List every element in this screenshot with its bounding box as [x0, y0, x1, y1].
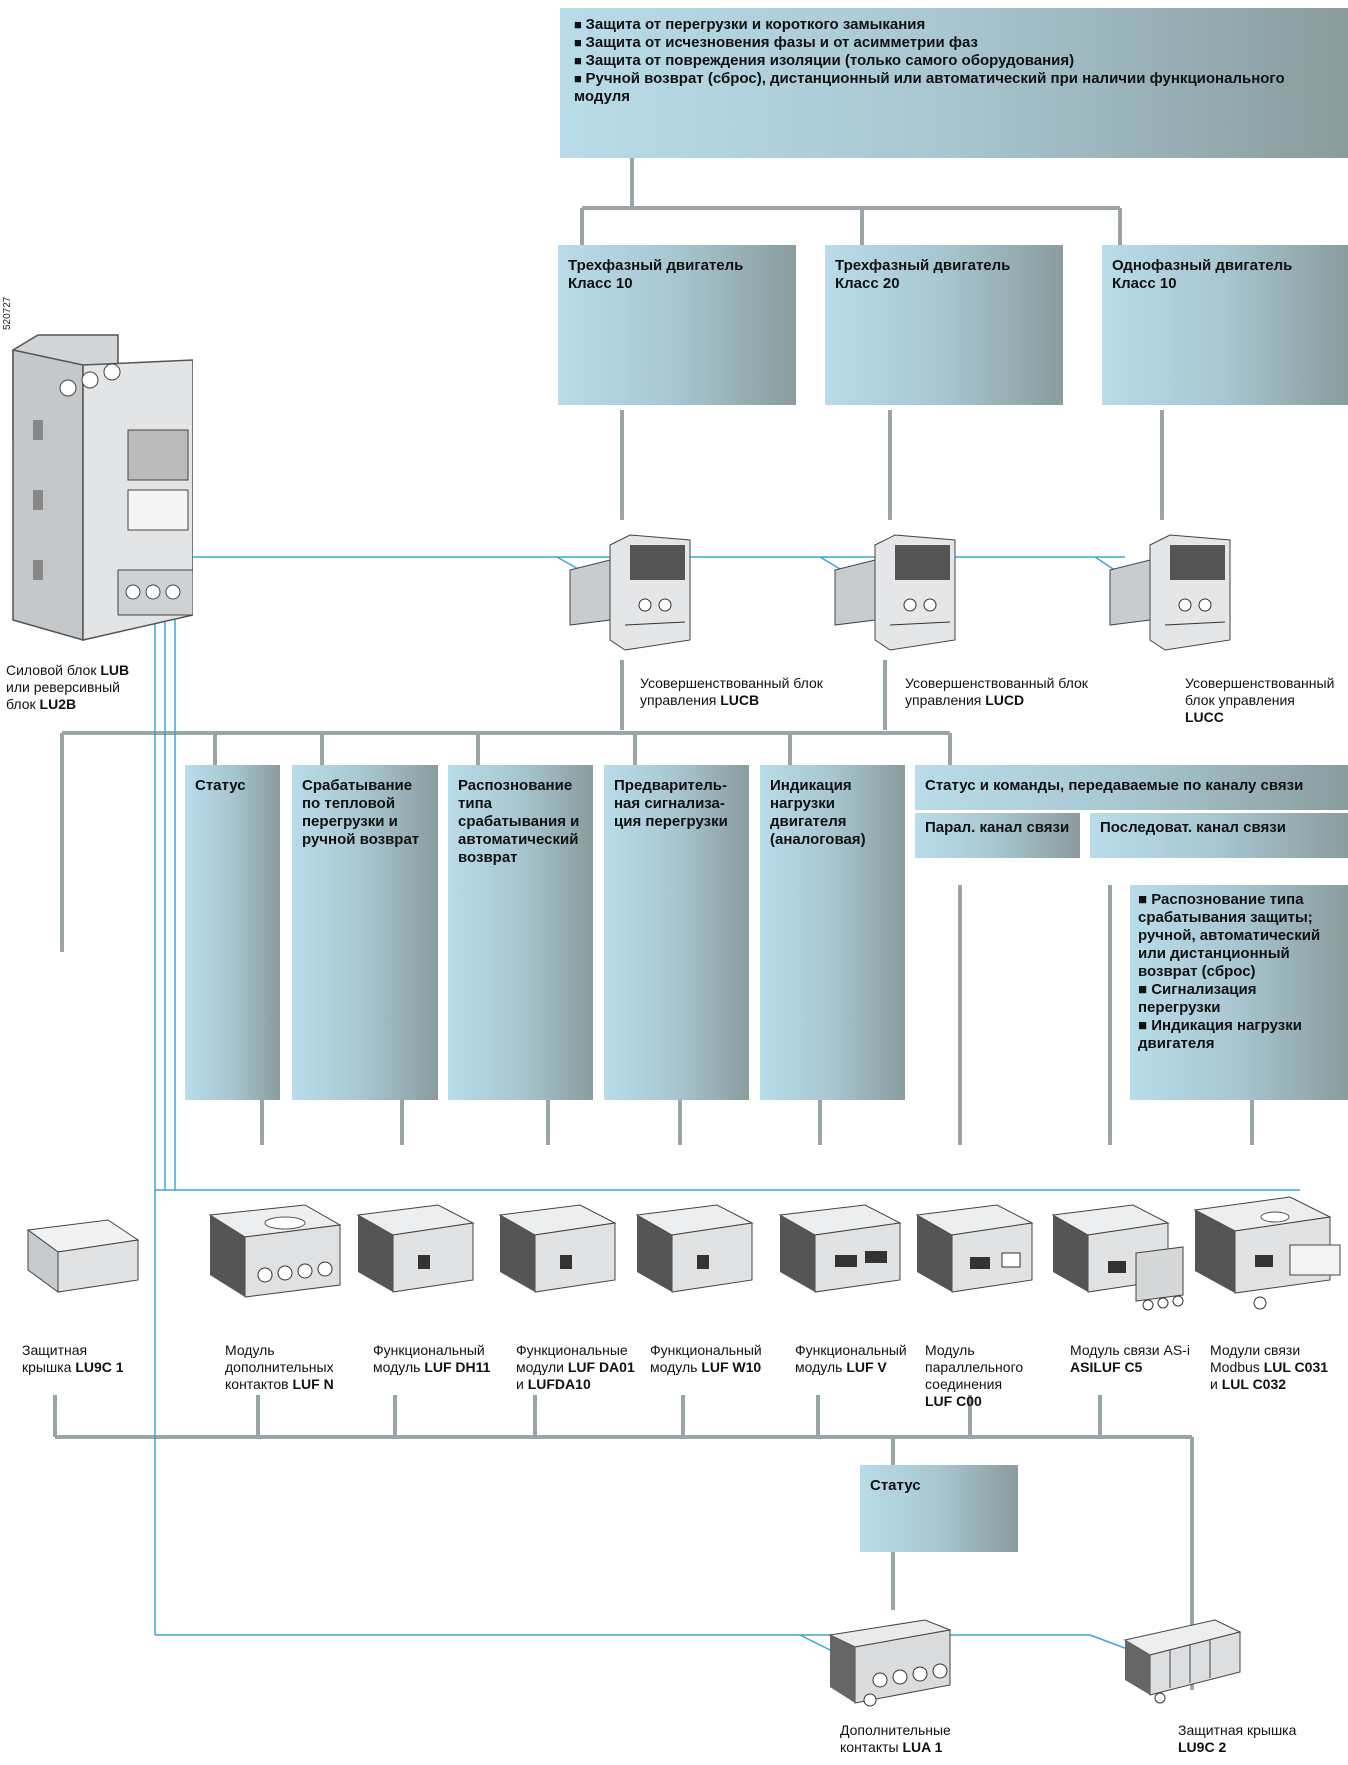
comm-box-parallel: Парал. канал связи	[915, 813, 1080, 858]
cover2-caption: Защитная крышка LU9C 2	[1178, 1722, 1297, 1755]
feature-line: Защита от исчезновения фазы и от асиммет…	[574, 34, 1334, 52]
module-caption-luf-v: Функциональный модуль LUF V	[795, 1342, 907, 1375]
status-box-lower: Статус	[860, 1465, 1018, 1552]
control-unit-lucc-icon	[1109, 534, 1231, 651]
protective-cover-lu9c2-icon	[1123, 1619, 1242, 1704]
module-luf-v-icon	[778, 1204, 902, 1293]
power-unit-device-icon	[12, 334, 193, 641]
motor-type: Трехфазный двигатель	[835, 257, 1011, 274]
control-unit-lucb-icon	[569, 534, 691, 651]
function-box-trip-recognition: Распознование типа срабатывания и автома…	[448, 765, 593, 1100]
modbus-features-box: ■ Распознование типа срабатывания защиты…	[1130, 885, 1348, 1100]
module-caption-lul-c031: Модули связи Modbus LUL C031 и LUL C032	[1210, 1342, 1329, 1392]
function-box-thermal-trip: Срабатывание по тепловой перегрузки и ру…	[292, 765, 438, 1100]
power-unit-caption: Силовой блок LUB или реверсивный блок LU…	[6, 662, 130, 712]
motor-class: Класс 10	[1112, 275, 1177, 292]
motor-box-three-phase-class20: Трехфазный двигатель Класс 20	[825, 245, 1063, 405]
feature-line: Защита от повреждения изоляции (только с…	[574, 52, 1334, 70]
control-unit-lucb-caption: Усовершенствованный блок управления LUCB	[640, 675, 823, 708]
module-lul-c031-icon	[1193, 1196, 1341, 1310]
motor-type: Трехфазный двигатель	[568, 257, 744, 274]
module-caption-luf-n: Модуль дополнительных контактов LUF N	[225, 1342, 334, 1392]
catalog-number: 520727	[2, 296, 13, 330]
module-caption-luf-w10: Функциональный модуль LUF W10	[650, 1342, 762, 1375]
module-luf-dh11-icon	[356, 1204, 475, 1293]
feature-line: Защита от перегрузки и короткого замыкан…	[574, 16, 1334, 34]
control-unit-lucd-icon	[834, 534, 956, 651]
power-unit-code: LUB	[100, 662, 130, 678]
protective-cover-icon	[26, 1219, 140, 1293]
function-box-load-indication: Индикация нагрузки двигателя (аналоговая…	[760, 765, 905, 1100]
module-luf-c00-icon	[915, 1204, 1034, 1293]
function-box-overload-alarm: Предваритель- ная сигнализа- ция перегру…	[604, 765, 749, 1100]
module-luf-n-icon	[208, 1204, 342, 1298]
protection-features-box: Защита от перегрузки и короткого замыкан…	[560, 8, 1348, 158]
aux-contacts-caption: Дополнительные контакты LUA 1	[840, 1722, 951, 1755]
module-asiluf-c5-icon	[1051, 1204, 1184, 1311]
control-unit-lucd-caption: Усовершенствованный блок управления LUCD	[905, 675, 1088, 708]
aux-contacts-lua1-icon	[828, 1619, 952, 1707]
motor-box-single-phase-class10: Однофазный двигатель Класс 10	[1102, 245, 1348, 405]
control-unit-lucc-caption: Усовершенствованный блок управления LUCC	[1185, 675, 1335, 725]
module-caption-asiluf-c5: Модуль связи AS-i ASILUF C5	[1070, 1342, 1190, 1375]
module-caption-luf-da01: Функциональные модули LUF DA01 и LUFDA10	[516, 1342, 635, 1392]
module-caption-lu9c1: Защитная крышка LU9C 1	[22, 1342, 124, 1375]
motor-box-three-phase-class10: Трехфазный двигатель Класс 10	[558, 245, 796, 405]
module-caption-luf-c00: Модуль параллельного соединения LUF C00	[925, 1342, 1024, 1409]
comm-box-title: Статус и команды, передаваемые по каналу…	[915, 765, 1348, 810]
motor-class: Класс 20	[835, 275, 900, 292]
module-luf-da01-icon	[498, 1204, 617, 1293]
feature-line: Ручной возврат (сброс), дистанционный ил…	[574, 70, 1334, 106]
module-luf-w10-icon	[635, 1204, 754, 1293]
function-box-status: Статус	[185, 765, 280, 1100]
module-caption-luf-dh11: Функциональный модуль LUF DH11	[373, 1342, 491, 1375]
reversing-unit-code: LU2B	[39, 696, 77, 712]
comm-box-serial: Последоват. канал связи	[1090, 813, 1348, 858]
motor-class: Класс 10	[568, 275, 633, 292]
motor-type: Однофазный двигатель	[1112, 257, 1293, 274]
